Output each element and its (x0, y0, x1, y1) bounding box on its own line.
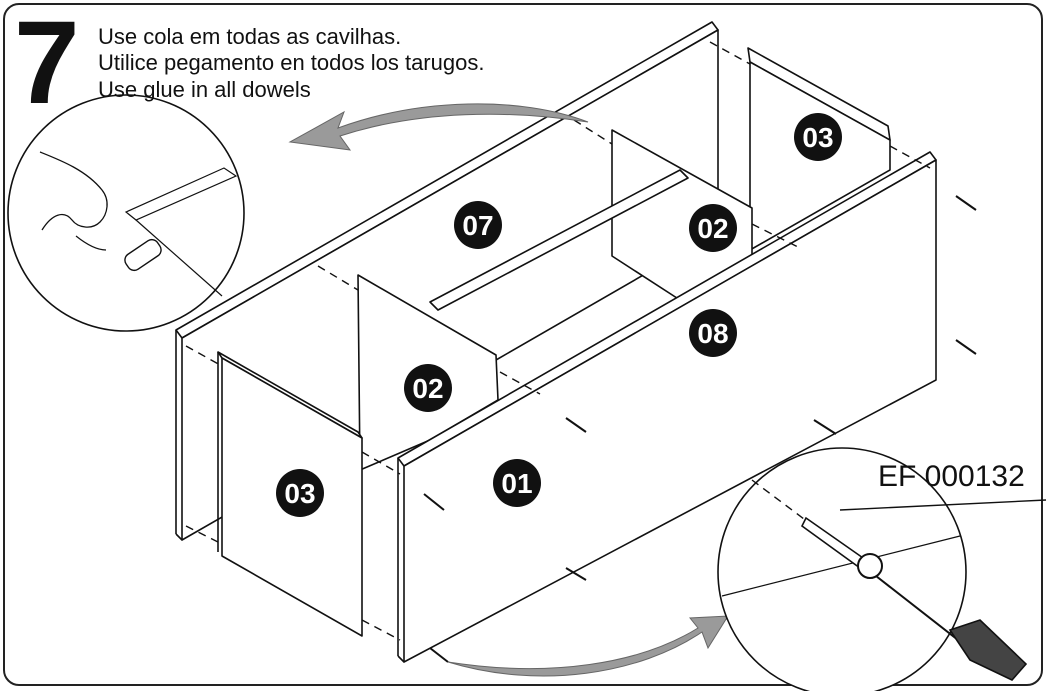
glue-dowel-detail-icon (7, 94, 245, 332)
screw-icon (429, 647, 449, 663)
instruction-en: Use glue in all dowels (98, 77, 311, 102)
part-number: 03 (284, 478, 315, 509)
shelf-middle (429, 169, 689, 311)
part-number: 02 (412, 373, 443, 404)
dowel-guides (185, 41, 931, 641)
part-label-p03_left: 03 (276, 469, 324, 517)
screw-icon (565, 417, 587, 433)
part-number: 07 (462, 210, 493, 241)
screw-icon (423, 493, 445, 511)
part-label-p02_back: 02 (689, 204, 737, 252)
part-label-p07: 07 (454, 201, 502, 249)
instruction-es: Utilice pegamento en todos los tarugos. (98, 50, 485, 75)
screw-icon (565, 567, 587, 581)
screw-icon (955, 339, 977, 355)
part-label-p02_front: 02 (404, 364, 452, 412)
part-number: 03 (802, 122, 833, 153)
step-number: 7 (14, 0, 80, 129)
part-label-p01: 01 (493, 459, 541, 507)
part-number: 01 (501, 468, 532, 499)
curved-arrow-icon (288, 103, 589, 151)
part-number: 02 (697, 213, 728, 244)
part-label-p08: 08 (689, 309, 737, 357)
screw-code-label: EF 000132 (878, 460, 1025, 493)
screwdriver-icon (717, 447, 1047, 691)
screw-icon (955, 195, 977, 211)
instruction-pt: Use cola em todas as cavilhas. (98, 24, 402, 49)
panel-01-face (403, 159, 937, 663)
screw-icon (813, 419, 837, 435)
part-label-p03_right: 03 (794, 113, 842, 161)
curved-arrow-icon (447, 615, 729, 677)
screws (423, 195, 977, 663)
part-number: 08 (697, 318, 728, 349)
page-frame (3, 3, 1043, 686)
